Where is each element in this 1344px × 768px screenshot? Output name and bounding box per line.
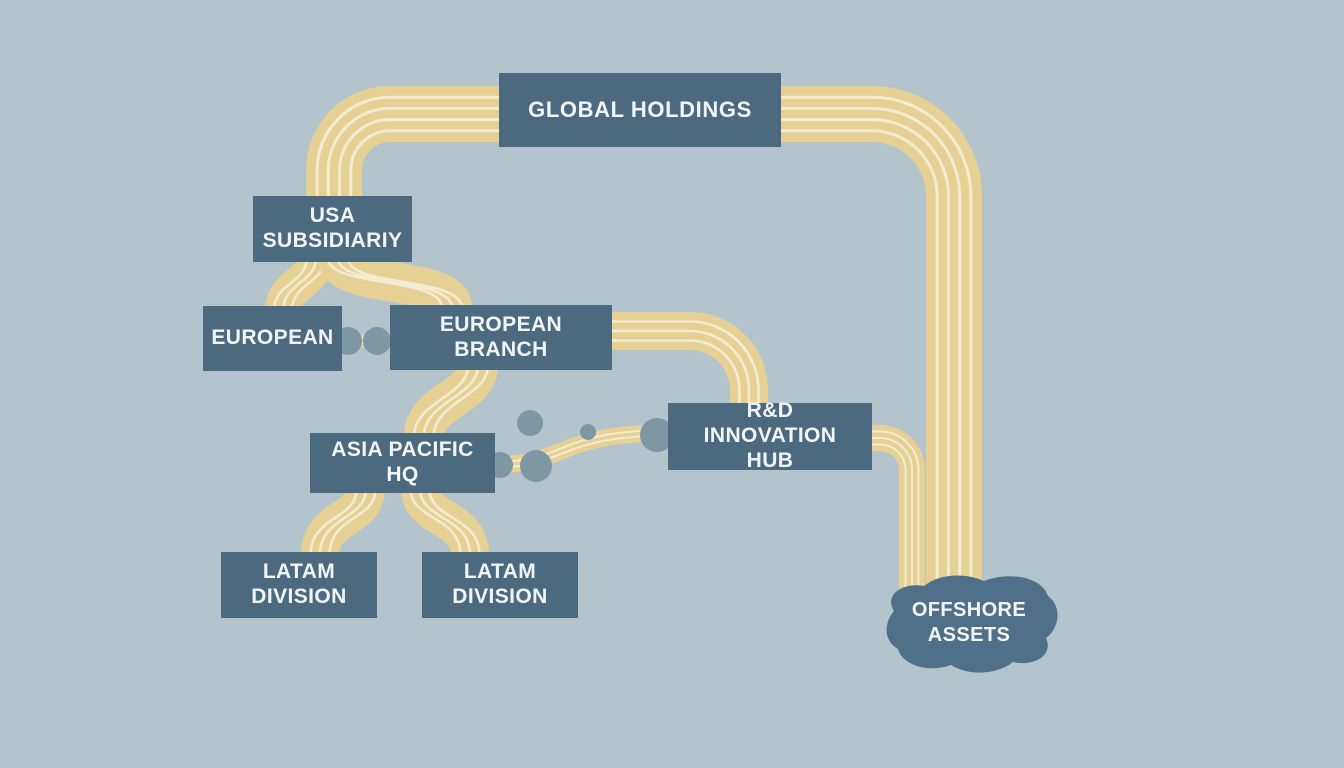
node-asia-pacific-hq[interactable]: ASIA PACIFIC HQ — [310, 433, 495, 493]
ribbon-usa-to-european-branch — [318, 249, 472, 316]
node-latam-division-left[interactable]: LATAM DIVISION — [221, 552, 377, 618]
ribbon-usa-to-european — [265, 255, 334, 313]
node-usa-subsidiary[interactable]: USA SUBSIDIARIY — [253, 196, 412, 262]
node-label: ASIA PACIFIC HQ — [331, 438, 474, 486]
connector-dot — [520, 450, 552, 482]
node-rd-innovation-hub[interactable]: R&D INNOVATION HUB — [668, 399, 872, 472]
node-label: EUROPEAN BRANCH — [439, 312, 563, 361]
ribbon-global-to-usa — [306, 86, 640, 205]
node-label: LATAM DIVISION — [251, 560, 347, 608]
ribbon-rd-to-offshore — [862, 425, 925, 612]
node-offshore-assets[interactable]: OFFSHORE ASSETS — [896, 598, 1042, 648]
ribbon-asia-to-latam-right — [401, 486, 489, 558]
node-global-holdings[interactable]: GLOBAL HOLDINGS — [499, 73, 781, 147]
node-label: OFFSHORE ASSETS — [911, 599, 1027, 646]
ribbon-branch-to-rd — [605, 312, 768, 410]
node-label: LATAM DIVISION — [452, 560, 548, 608]
node-label: EUROPEAN — [211, 326, 334, 350]
ribbon-asia-to-rd — [489, 424, 669, 474]
connector-dot — [580, 424, 596, 440]
node-label: R&D INNOVATION HUB — [703, 399, 837, 472]
node-label: USA SUBSIDIARIY — [262, 204, 403, 252]
connector-dot — [363, 327, 391, 355]
node-latam-division-right[interactable]: LATAM DIVISION — [422, 552, 578, 618]
node-label: GLOBAL HOLDINGS — [528, 97, 752, 123]
offshore-blob[interactable] — [886, 575, 1058, 673]
connector-dot — [517, 410, 543, 436]
ribbon-branch-to-asia — [404, 362, 498, 439]
ribbon-asia-to-latam-left — [301, 486, 385, 558]
node-european[interactable]: EUROPEAN — [203, 306, 342, 371]
node-european-branch[interactable]: EUROPEAN BRANCH — [390, 305, 612, 370]
connector-dot — [640, 418, 674, 452]
ribbon-global-to-offshore — [640, 86, 982, 612]
